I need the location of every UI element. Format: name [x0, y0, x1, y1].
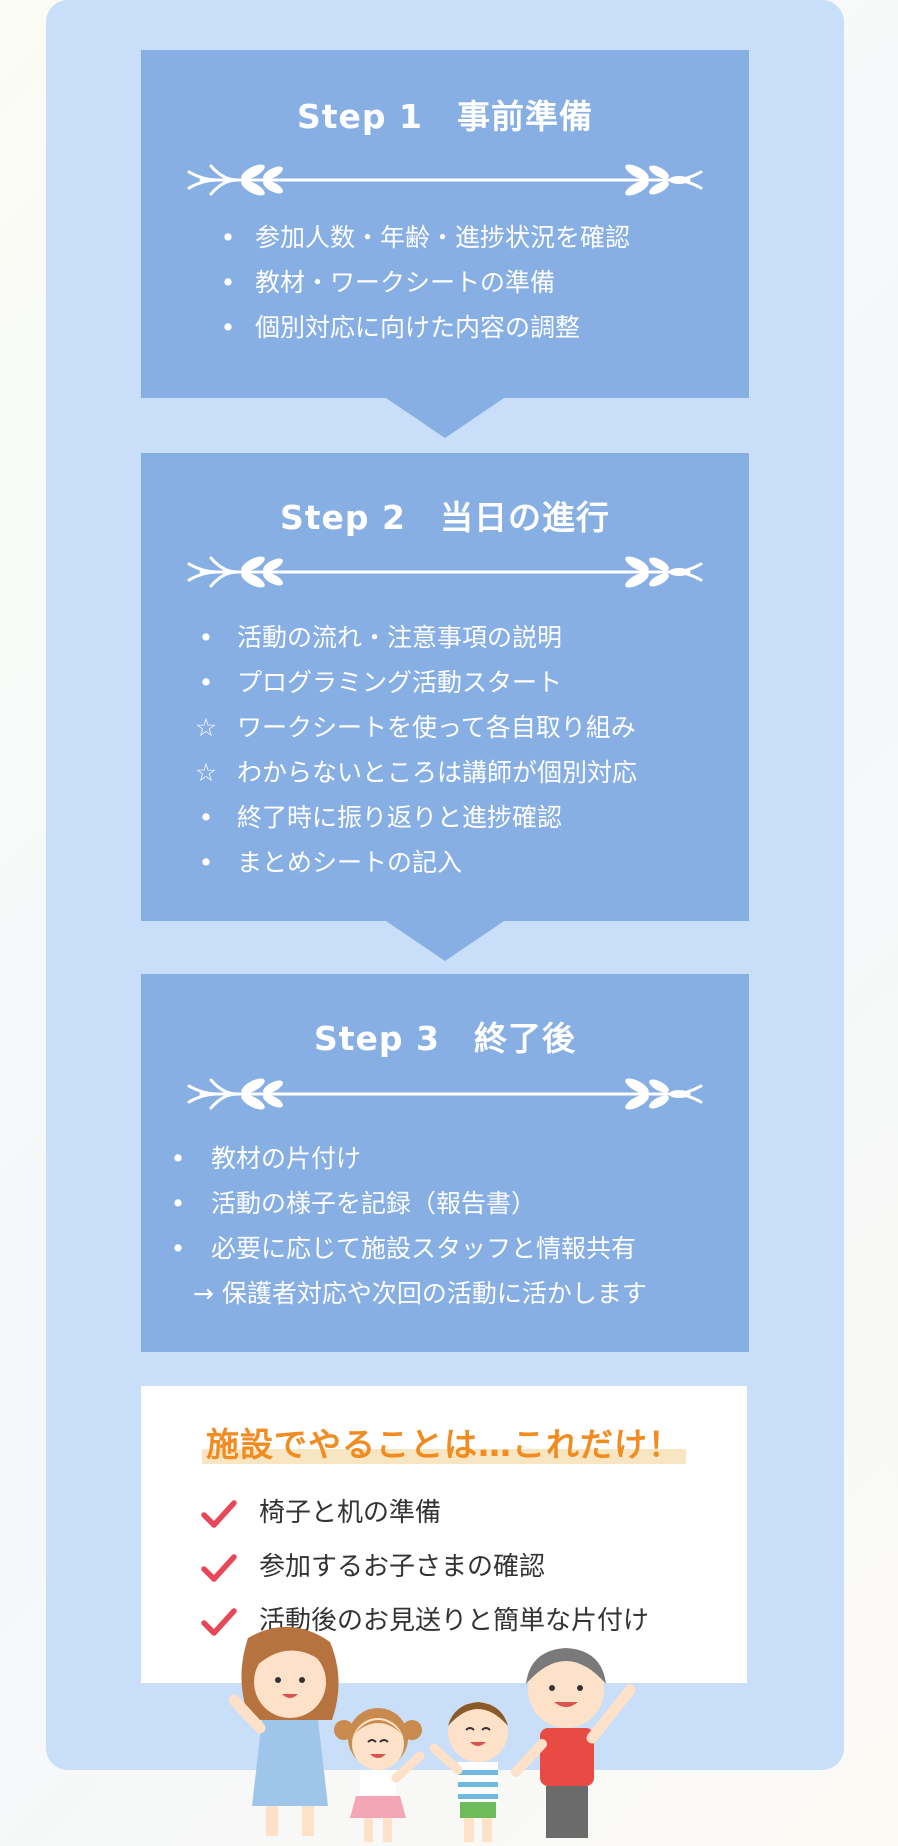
family-illustration [228, 1626, 636, 1842]
mother-figure [228, 1626, 339, 1836]
step-1-box: Step 1 事前準備 •参加人数・年齢・進捗状況を確認 •教材・ワークシートの… [141, 50, 749, 398]
father-figure [511, 1648, 636, 1838]
leaf-vine-divider-icon [187, 1078, 703, 1110]
step-arrow-1 [386, 398, 504, 438]
step-1-title: Step 1 事前準備 [297, 97, 593, 136]
facility-title: 施設でやることは…これだけ！ [141, 1418, 747, 1466]
leaf-vine-divider-icon [187, 164, 703, 196]
list-item: 活動後のお見送りと簡単な片付け [201, 1594, 649, 1648]
step-2-box: Step 2 当日の進行 •活動の流れ・注意事項の説明 •プログラミング活動スタ… [141, 453, 749, 921]
leaf-vine-divider-icon [187, 556, 703, 588]
boy-figure [429, 1702, 508, 1842]
step-2-title: Step 2 当日の進行 [280, 498, 610, 537]
facility-list: 椅子と机の準備 参加するお子さまの確認 活動後のお見送りと簡単な片付け [201, 1486, 649, 1648]
step-3-box: Step 3 終了後 •教材の片付け •活動の様子を記録（報告書） •必要に応じ… [141, 974, 749, 1352]
girl-figure [334, 1708, 425, 1842]
check-mark-icon [201, 1554, 237, 1582]
facility-box: 施設でやることは…これだけ！ 椅子と机の準備 参加するお子さまの確認 活動後のお… [141, 1386, 747, 1683]
list-item: 椅子と机の準備 [201, 1486, 649, 1540]
list-item: 参加するお子さまの確認 [201, 1540, 649, 1594]
check-mark-icon [201, 1500, 237, 1528]
step-3-title: Step 3 終了後 [314, 1019, 576, 1058]
step-arrow-2 [386, 921, 504, 961]
check-mark-icon [201, 1608, 237, 1636]
